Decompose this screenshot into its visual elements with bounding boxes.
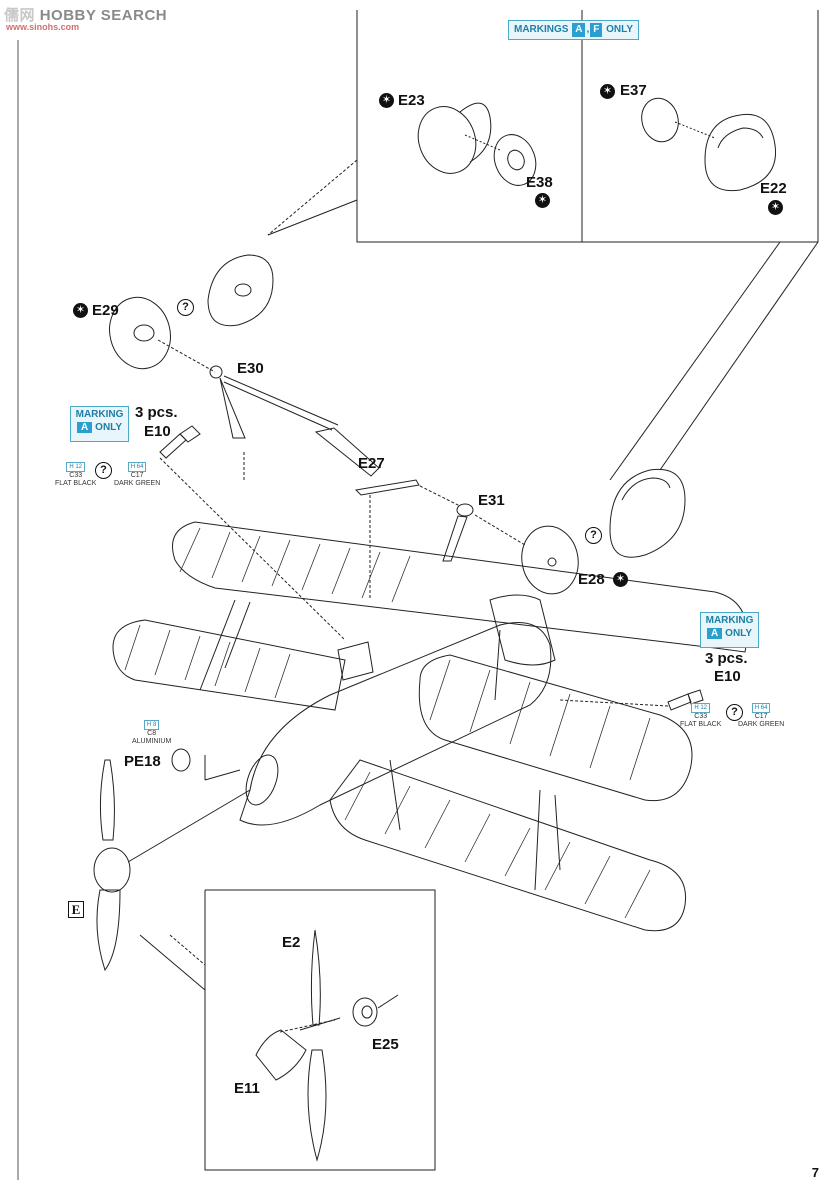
- paint-code: H 64: [127, 462, 147, 472]
- paint-dark-green-right: H 64 C17 DARK GREEN: [738, 703, 784, 729]
- part-label-e22: E22: [760, 180, 787, 197]
- markings-prefix: MARKINGS: [514, 24, 569, 35]
- question-icon: ?: [585, 527, 602, 544]
- marking-only: ONLY: [95, 422, 123, 433]
- star-icon: ✶: [379, 93, 394, 108]
- paint-number: C17: [130, 472, 144, 479]
- marking-only: ONLY: [725, 628, 753, 639]
- paint-flat-black-right: H 12 C33 FLAT BLACK: [680, 703, 721, 729]
- paint-name: FLAT BLACK: [55, 480, 97, 487]
- question-icon: ?: [726, 704, 743, 721]
- paint-code: H 8: [143, 720, 160, 730]
- paint-aluminium: H 8 C8 ALUMINIUM: [132, 720, 171, 746]
- star-icon: ✶: [768, 200, 783, 215]
- part-label-e25: E25: [372, 1036, 399, 1053]
- quantity-label-right: 3 pcs.: [705, 650, 748, 667]
- paint-name: DARK GREEN: [738, 721, 785, 728]
- star-icon: ✶: [613, 572, 628, 587]
- marking-title: MARKING: [75, 409, 124, 420]
- part-label-e23: E23: [398, 92, 425, 109]
- paint-name: DARK GREEN: [114, 480, 161, 487]
- paint-code: H 12: [691, 703, 711, 713]
- paint-number: C17: [754, 713, 768, 720]
- markings-a-f-only-badge: MARKINGS A,F ONLY: [508, 20, 640, 40]
- paint-code: H 12: [66, 462, 86, 472]
- part-label-e31: E31: [478, 492, 505, 509]
- paint-dark-green-left: H 64 C17 DARK GREEN: [114, 462, 160, 488]
- part-label-e11: E11: [234, 1080, 260, 1097]
- watermark-char-a: 儒: [4, 7, 20, 24]
- quantity-label-left: 3 pcs.: [135, 404, 178, 421]
- paint-number: C33: [69, 472, 83, 479]
- watermark-char-b: 网: [19, 7, 36, 24]
- marking-f-chip: F: [590, 23, 603, 37]
- paint-number: C8: [147, 730, 157, 737]
- marking-title: MARKING: [705, 615, 754, 626]
- marking-a-chip: A: [76, 422, 93, 433]
- part-label-e28: E28: [578, 571, 605, 588]
- markings-separator: ,: [586, 24, 590, 35]
- part-label-e29: E29: [92, 302, 119, 319]
- part-label-e38: E38: [526, 174, 553, 191]
- part-label-e10-left: E10: [144, 423, 171, 440]
- watermark-url: www.sinohs.com: [6, 22, 80, 32]
- paint-name: FLAT BLACK: [680, 721, 722, 728]
- section-letter-e: E: [68, 901, 84, 918]
- question-icon: ?: [95, 462, 112, 479]
- paint-number: C33: [694, 713, 708, 720]
- paint-code: H 64: [751, 703, 771, 713]
- page-number: 7: [811, 1165, 819, 1180]
- marking-a-chip: A: [572, 23, 586, 37]
- watermark: 儒网 HOBBY SEARCH: [4, 4, 167, 25]
- part-label-e10-right: E10: [714, 668, 741, 685]
- star-icon: ✶: [73, 303, 88, 318]
- part-label-pe18: PE18: [124, 753, 161, 770]
- markings-suffix: ONLY: [606, 24, 634, 35]
- part-label-e2: E2: [282, 934, 301, 951]
- part-label-e37: E37: [620, 82, 647, 99]
- watermark-text: HOBBY SEARCH: [39, 7, 168, 24]
- part-label-e30: E30: [237, 360, 264, 377]
- marking-a-chip: A: [706, 628, 723, 639]
- paint-name: ALUMINIUM: [132, 738, 172, 745]
- star-icon: ✶: [600, 84, 615, 99]
- question-icon: ?: [177, 299, 194, 316]
- paint-flat-black-left: H 12 C33 FLAT BLACK: [55, 462, 96, 488]
- star-icon: ✶: [535, 193, 550, 208]
- part-label-e27: E27: [358, 455, 385, 472]
